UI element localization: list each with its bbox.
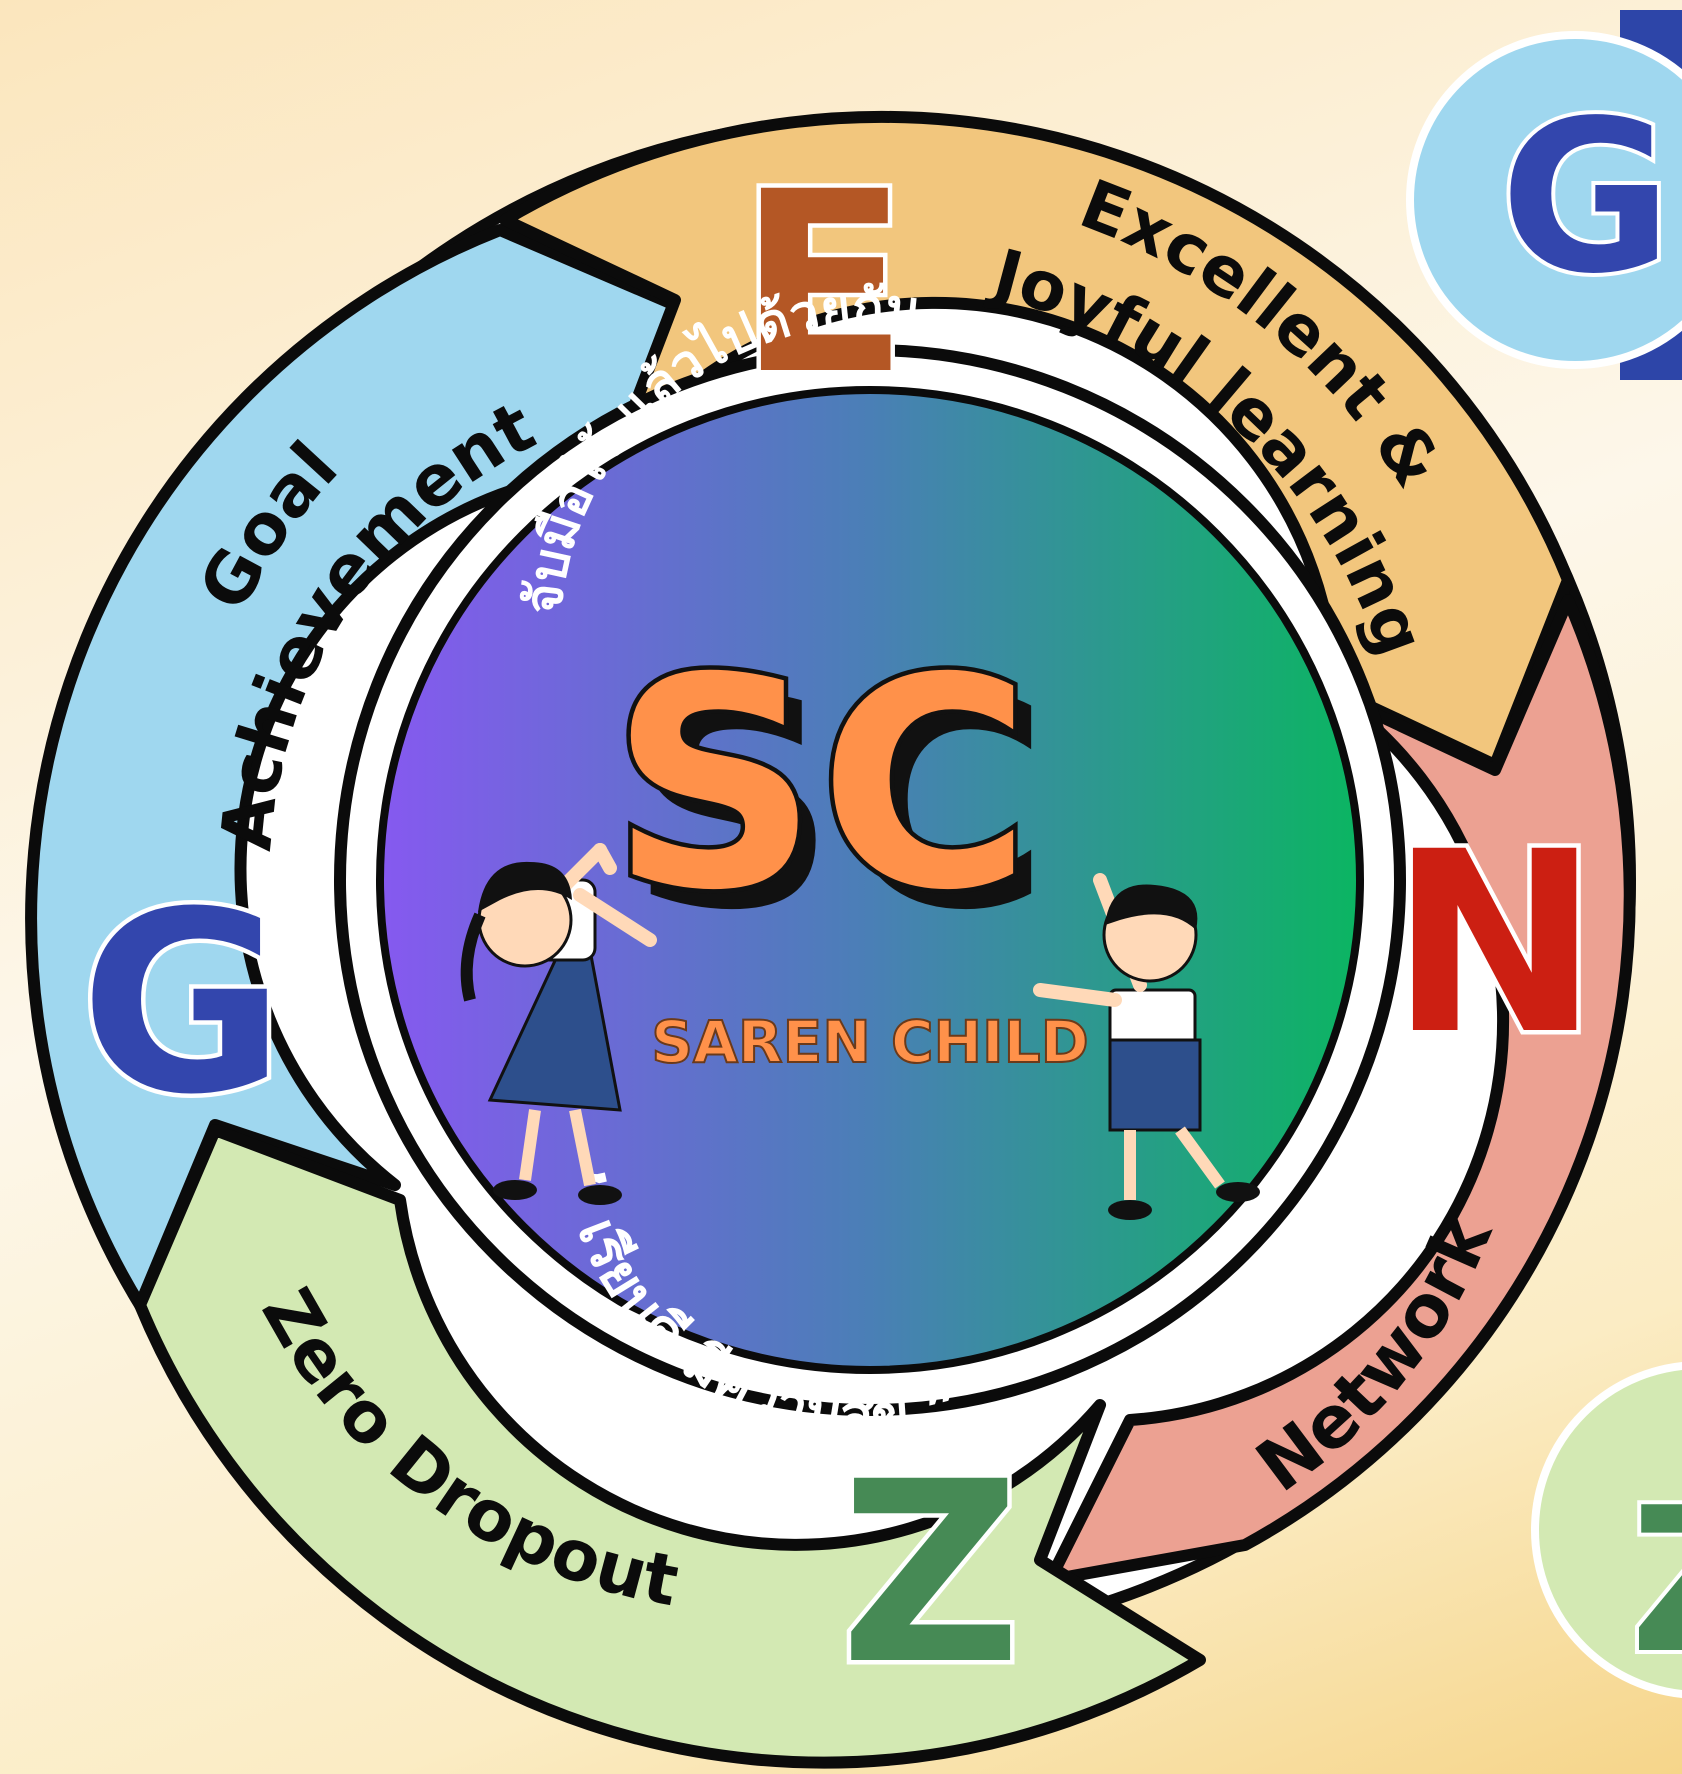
segment-zero [134,1124,1206,1769]
brand-name: SAREN CHILD [651,1008,1088,1076]
letter-n: N [1390,798,1599,1089]
side-badge-bottom-letter: Z [1630,1465,1682,1698]
letter-g: G [80,858,285,1149]
girl-illustration [460,843,657,1205]
sc-logo: SC SC [606,613,1050,975]
side-badge-top: G [1406,10,1682,380]
boy-illustration [1033,873,1260,1220]
segment-network [1044,594,1636,1586]
side-badge-top-letter: G [1500,75,1672,320]
letter-e: E [738,138,909,429]
sc-logo-text: SC [610,617,1032,954]
letter-z: Z [840,1428,1021,1719]
sc-logo-shadow: SC [628,637,1050,974]
side-badge-bottom: Z [1531,1362,1682,1702]
